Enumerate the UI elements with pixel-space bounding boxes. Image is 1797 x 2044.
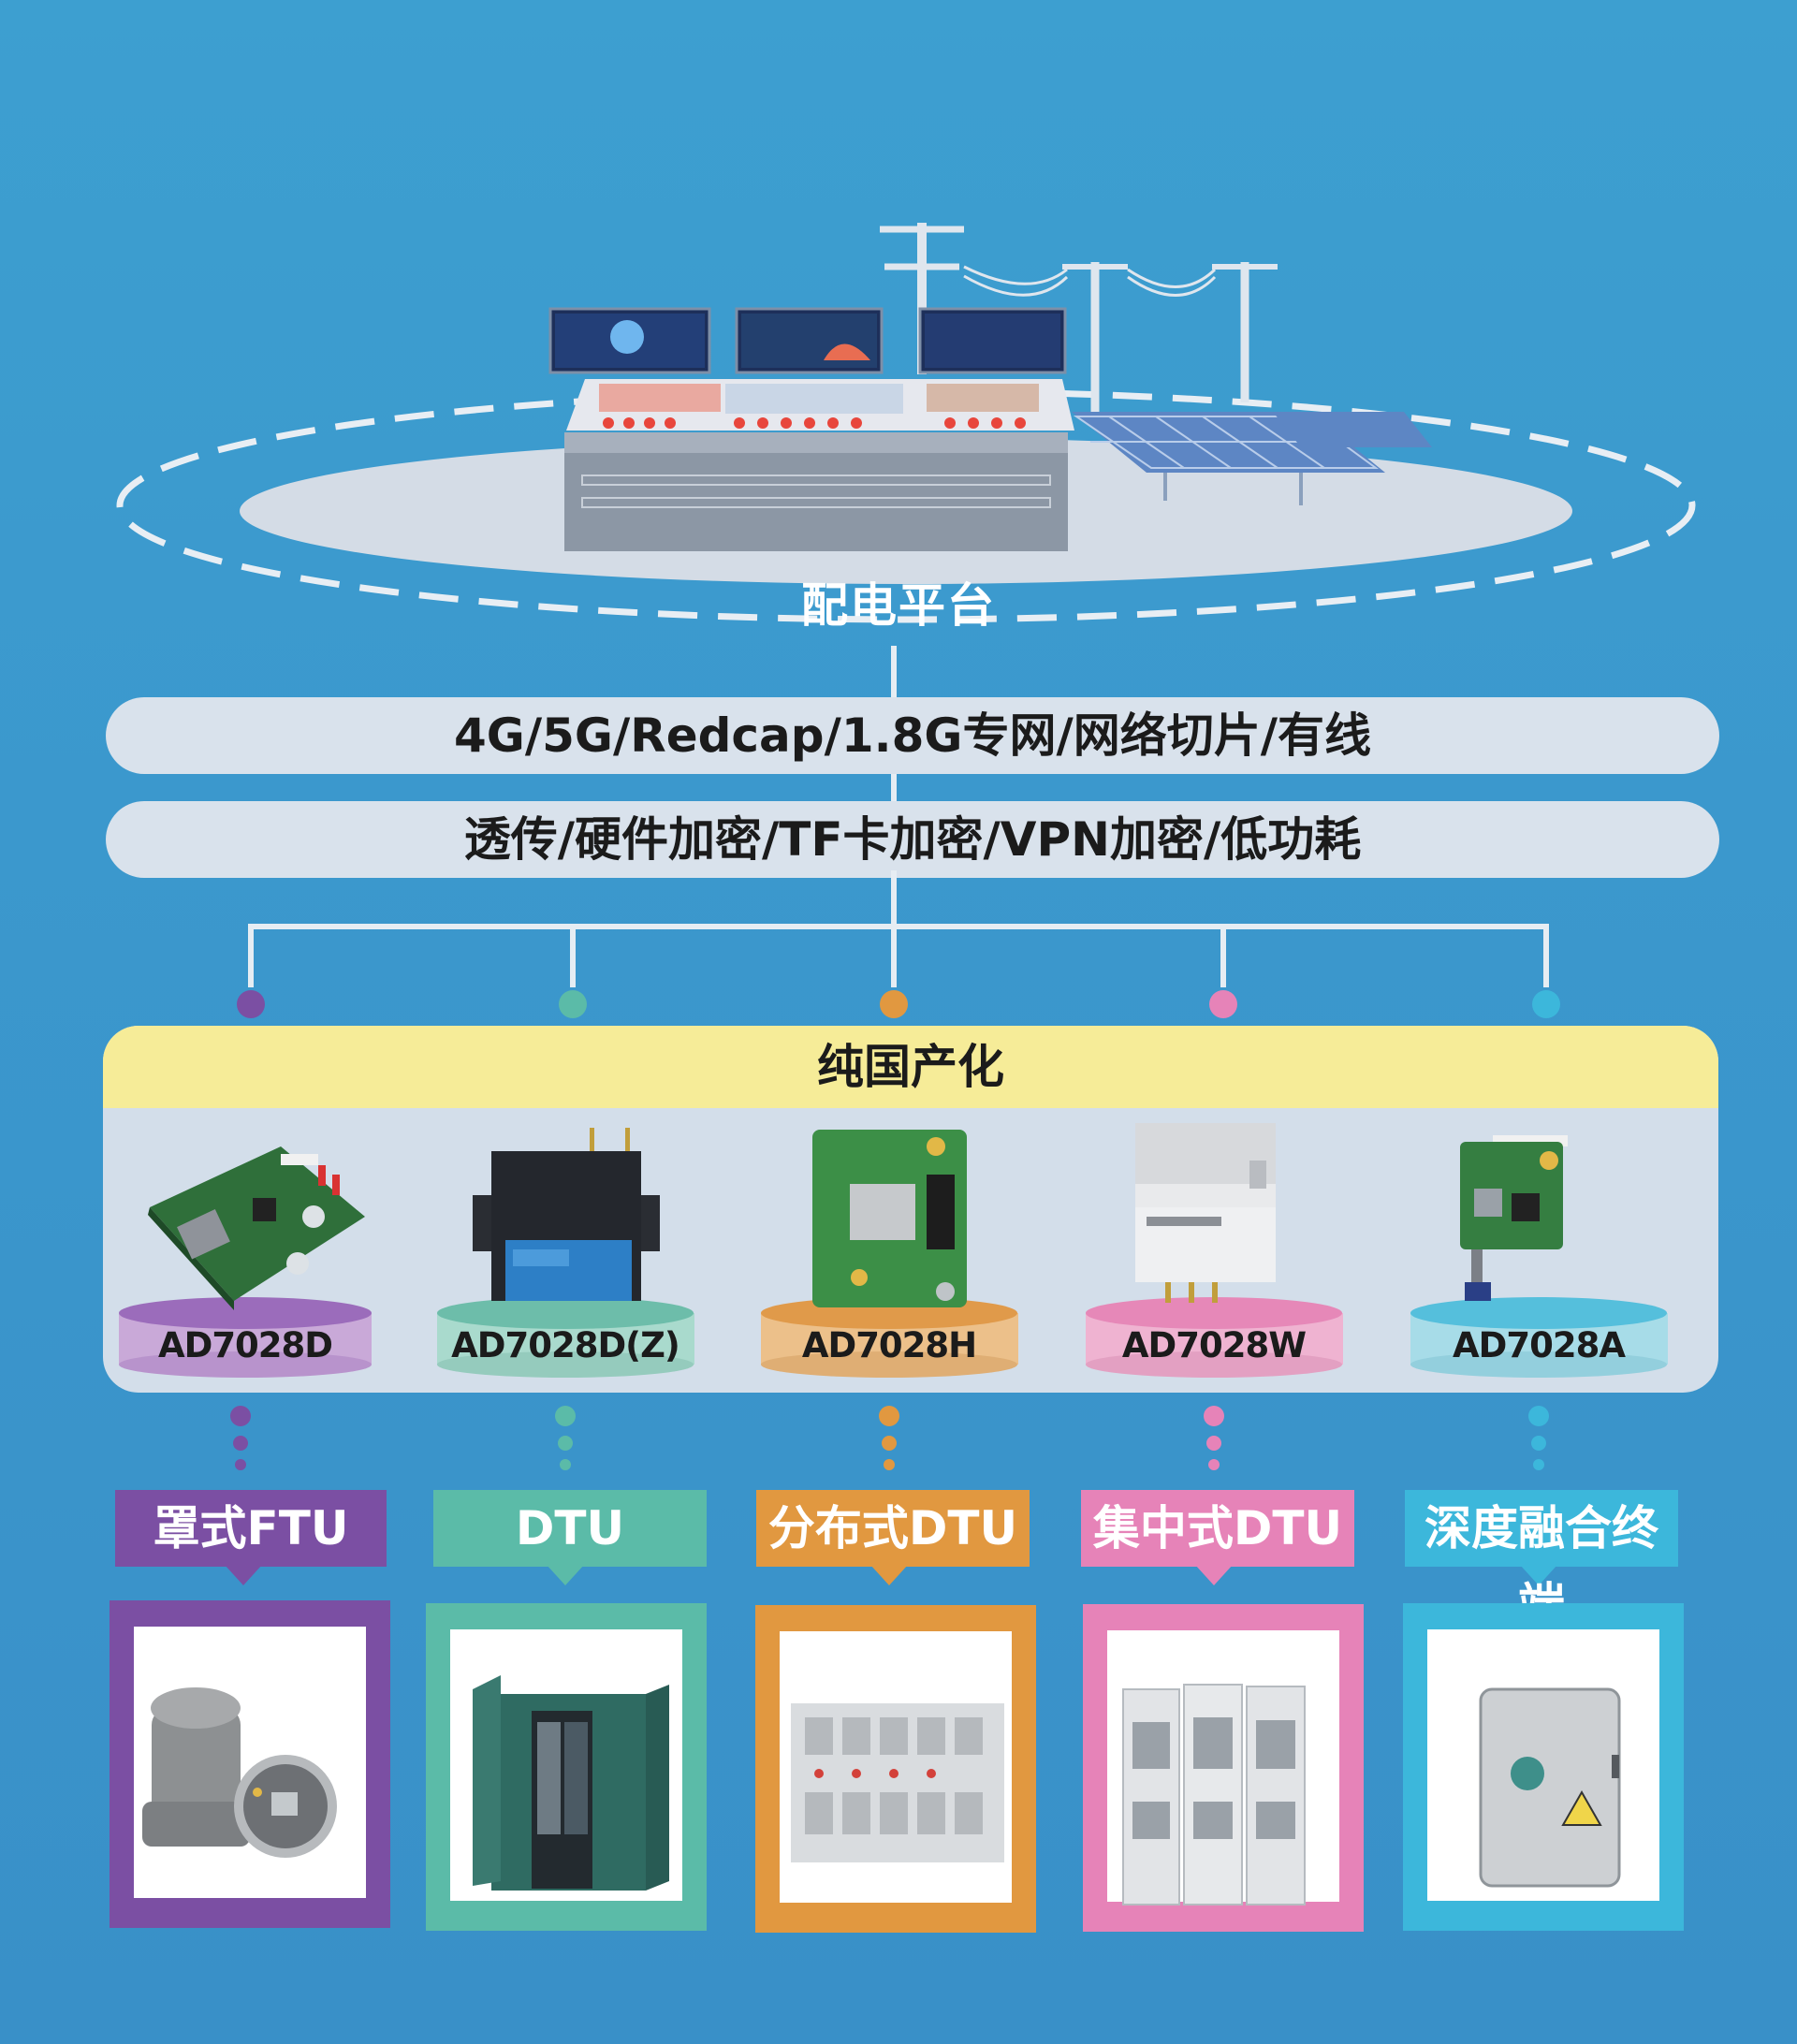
branch-dot [1532,990,1560,1018]
equipment-photos [142,1675,1621,1905]
category-pointers [225,1565,1557,1585]
communication-module-board-icon [148,1146,365,1310]
platform-label: 配电平台 [801,578,996,633]
model-label: AD7028H [801,1325,977,1365]
platform-illustration [116,223,1696,655]
model-label: AD7028A [1453,1325,1626,1365]
feature-options-bar: 透传/硬件加密/TF卡加密/VPN加密/低功耗 [106,801,1719,878]
branch-dot [559,990,587,1018]
pole-mounted-ftu-icon [142,1687,337,1858]
compact-module-board-icon [1460,1135,1568,1301]
product-images [119,1123,1668,1378]
pedestal-4 [1086,1297,1343,1378]
dotted-connectors [230,1406,1549,1470]
embedded-module-board-icon [812,1130,967,1307]
branch-dot [880,990,908,1018]
category-label: 集中式DTU [1081,1490,1354,1567]
network-options-bar: 4G/5G/Redcap/1.8G专网/网络切片/有线 [106,697,1719,774]
din-rail-module-icon [1135,1123,1276,1303]
category-label: DTU [433,1490,707,1567]
category-label: 罩式FTU [115,1490,387,1567]
solar-panels-icon [1072,412,1432,505]
category-label: 深度融合终端 [1405,1490,1678,1632]
control-console-icon [548,307,1074,551]
pedestal-5 [1410,1297,1668,1378]
model-label: AD7028D(Z) [451,1325,680,1365]
model-label: AD7028D [157,1325,333,1365]
fusion-terminal-box-icon [1479,1687,1621,1888]
model-label: AD7028W [1121,1325,1307,1365]
distributed-switchgear-icon [791,1703,1004,1862]
connector-line [891,650,897,697]
branch-dot [1209,990,1237,1018]
connector-line [891,773,897,803]
pedestal-1 [119,1297,372,1378]
branch-dot [237,990,265,1018]
centralized-cabinet-icon [1122,1684,1306,1905]
ring-main-cabinet-icon [473,1675,669,1891]
power-poles-icon [880,223,1278,412]
pedestal-2 [437,1297,694,1378]
industrial-router-icon [473,1128,660,1301]
panel-title: 纯国产化 [103,1026,1718,1108]
branch-connectors [237,870,1560,1018]
category-label: 分布式DTU [756,1490,1030,1567]
